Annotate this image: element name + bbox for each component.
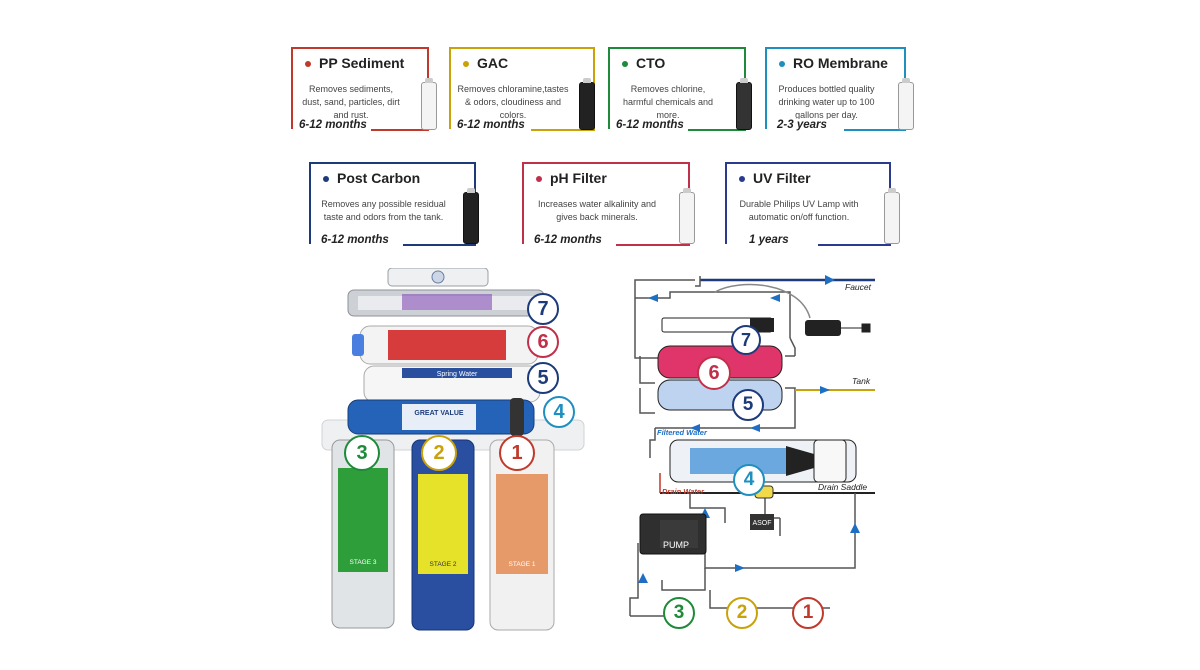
card-title-text: CTO bbox=[636, 55, 666, 71]
card-title-text: pH Filter bbox=[550, 170, 607, 186]
cto-canister: STAGE 3 bbox=[331, 439, 395, 629]
flow-arrows bbox=[638, 275, 860, 583]
card-lifespan: 6-12 months bbox=[453, 119, 529, 131]
card-description: Removes any possible residual taste and … bbox=[321, 199, 446, 222]
schematic-stage-6-badge: 6 bbox=[697, 356, 731, 390]
gac-cartridge-icon bbox=[579, 78, 595, 130]
photo-stage-6-badge: 6 bbox=[527, 326, 559, 358]
bullet-dot-icon bbox=[739, 176, 745, 183]
sediment-cartridge-icon bbox=[421, 78, 437, 130]
ro-membrane-housing: GREAT VALUE bbox=[347, 398, 535, 436]
uv-lamp-unit bbox=[347, 268, 545, 317]
stage-3-label: STAGE 3 bbox=[350, 559, 377, 566]
drain-saddle-label: Drain Saddle bbox=[818, 482, 867, 492]
great-value-label: GREAT VALUE bbox=[414, 410, 463, 417]
card-title: GAC bbox=[463, 55, 508, 71]
card-description: Removes chloramine,tastes & odors, cloud… bbox=[457, 84, 569, 120]
card-title-text: Post Carbon bbox=[337, 170, 421, 186]
card-lifespan: 1 years bbox=[745, 234, 793, 246]
post-carbon-cartridge: Spring Water bbox=[363, 365, 541, 403]
bullet-dot-icon bbox=[779, 61, 785, 68]
filtered-water-label: Filtered Water bbox=[657, 428, 708, 437]
card-description: Removes sediments, dust, sand, particles… bbox=[302, 84, 400, 120]
card-title-text: PP Sediment bbox=[319, 55, 405, 71]
card-title: RO Membrane bbox=[779, 55, 888, 71]
schematic-stage-5-badge: 5 bbox=[732, 389, 764, 421]
tank-label: Tank bbox=[852, 376, 871, 386]
schematic-uv-housing bbox=[661, 317, 871, 336]
stage-2-label: STAGE 2 bbox=[430, 561, 457, 568]
card-description: Durable Philips UV Lamp with automatic o… bbox=[739, 199, 859, 222]
uv-lamp-icon bbox=[884, 188, 900, 244]
bullet-dot-icon bbox=[536, 176, 542, 183]
card-lifespan: 6-12 months bbox=[612, 119, 688, 131]
pump-label: PUMP bbox=[663, 540, 689, 550]
flow-schematic: Filtered Water Drain Water Drain Saddle … bbox=[629, 275, 875, 617]
schematic-ro-housing bbox=[669, 439, 857, 483]
photo-stage-3-badge: 3 bbox=[344, 435, 380, 471]
photo-stage-1-badge: 1 bbox=[499, 435, 535, 471]
bullet-dot-icon bbox=[305, 61, 311, 68]
card-title: CTO bbox=[622, 55, 665, 71]
schematic-stage-4-badge: 4 bbox=[733, 464, 765, 496]
card-lifespan: 6-12 months bbox=[295, 119, 371, 131]
bullet-dot-icon bbox=[463, 61, 469, 68]
drain-water-label: Drain Water bbox=[662, 487, 705, 496]
pp-canister: STAGE 1 bbox=[489, 439, 555, 631]
card-title: pH Filter bbox=[536, 170, 607, 186]
card-lifespan: 6-12 months bbox=[530, 234, 606, 246]
photo-stage-7-badge: 7 bbox=[527, 293, 559, 325]
card-lifespan: 2-3 years bbox=[773, 119, 831, 131]
cto-cartridge-icon bbox=[736, 78, 752, 130]
card-title: UV Filter bbox=[739, 170, 811, 186]
svg-text:ASOF: ASOF bbox=[752, 520, 771, 527]
bullet-dot-icon bbox=[622, 61, 628, 68]
filter-card-gac: GAC Removes chloramine,tastes & odors, cl… bbox=[449, 47, 595, 131]
pump-unit: PUMP bbox=[639, 513, 707, 555]
schematic-stage-1-badge: 1 bbox=[792, 597, 824, 629]
bullet-dot-icon bbox=[323, 176, 329, 183]
card-description: Produces bottled quality drinking water … bbox=[778, 84, 875, 120]
photo-stage-4-badge: 4 bbox=[543, 396, 575, 428]
schematic-stage-2-badge: 2 bbox=[726, 597, 758, 629]
card-title: PP Sediment bbox=[305, 55, 404, 71]
card-description: Removes chlorine, harmful chemicals and … bbox=[622, 84, 714, 120]
photo-stage-5-badge: 5 bbox=[527, 362, 559, 394]
card-title-text: GAC bbox=[477, 55, 509, 71]
card-title: Post Carbon bbox=[323, 170, 420, 186]
card-title-text: UV Filter bbox=[753, 170, 811, 186]
card-description: Increases water alkalinity and gives bac… bbox=[537, 199, 657, 222]
ph-filter-icon bbox=[679, 188, 695, 244]
filter-card-cto: CTO Removes chlorine, harmful chemicals a… bbox=[608, 47, 752, 131]
schematic-stage-3-badge: 3 bbox=[663, 597, 695, 629]
spring-water-label: Spring Water bbox=[437, 371, 478, 378]
ro-membrane-icon bbox=[898, 78, 914, 130]
ph-cartridge bbox=[352, 325, 539, 365]
stage-1-label: STAGE 1 bbox=[509, 561, 536, 568]
photo-stage-2-badge: 2 bbox=[421, 435, 457, 471]
card-lifespan: 6-12 months bbox=[317, 234, 393, 246]
asof-valve: ASOF bbox=[750, 514, 774, 530]
schematic-stage-7-badge: 7 bbox=[731, 325, 761, 355]
faucet-label: Faucet bbox=[845, 282, 872, 292]
card-title-text: RO Membrane bbox=[793, 55, 888, 71]
post-carbon-icon bbox=[463, 188, 479, 244]
